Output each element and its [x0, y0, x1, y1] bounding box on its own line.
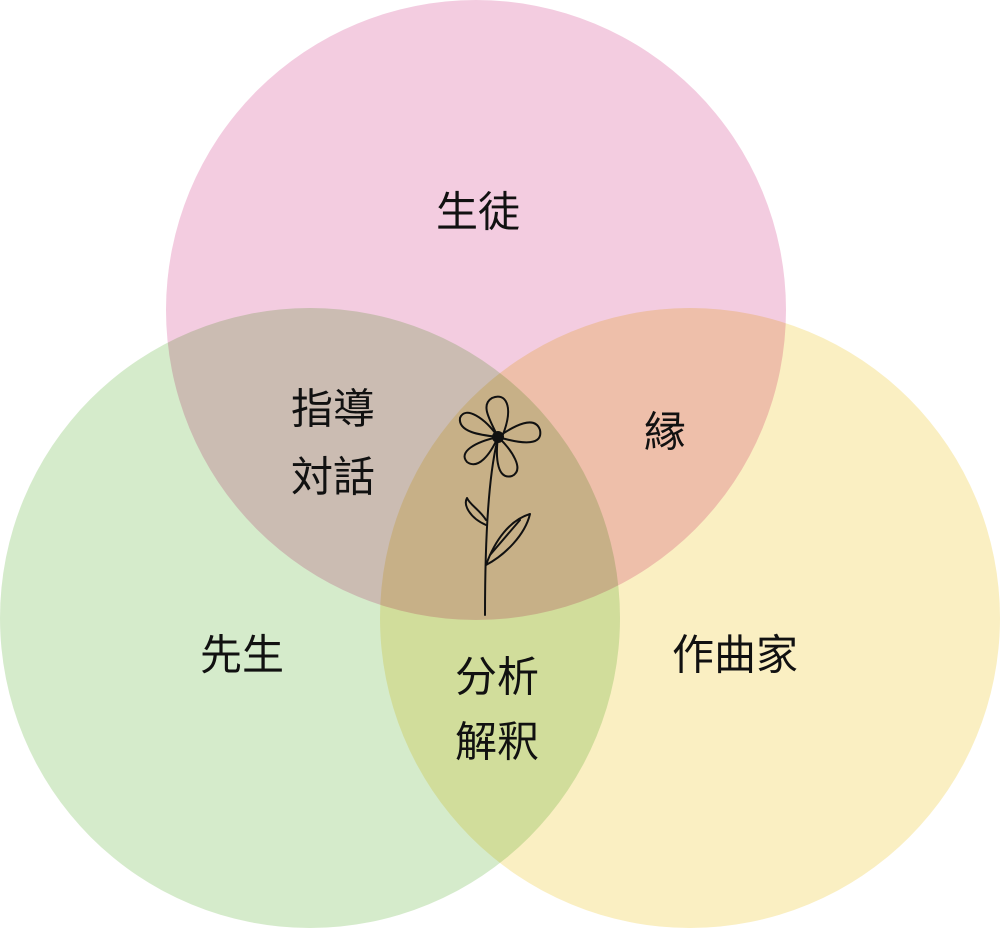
label-guidance: 指導 [291, 385, 375, 434]
label-teacher: 先生 [200, 631, 284, 680]
label-student: 生徒 [436, 188, 520, 237]
label-composer: 作曲家 [672, 631, 798, 680]
label-analysis: 分析 [455, 653, 539, 702]
label-connection: 縁 [644, 408, 686, 457]
label-interpretation: 解釈 [455, 718, 539, 767]
circle-composer [380, 308, 1000, 928]
label-dialogue: 対話 [291, 453, 375, 502]
flower-icon [458, 395, 542, 616]
